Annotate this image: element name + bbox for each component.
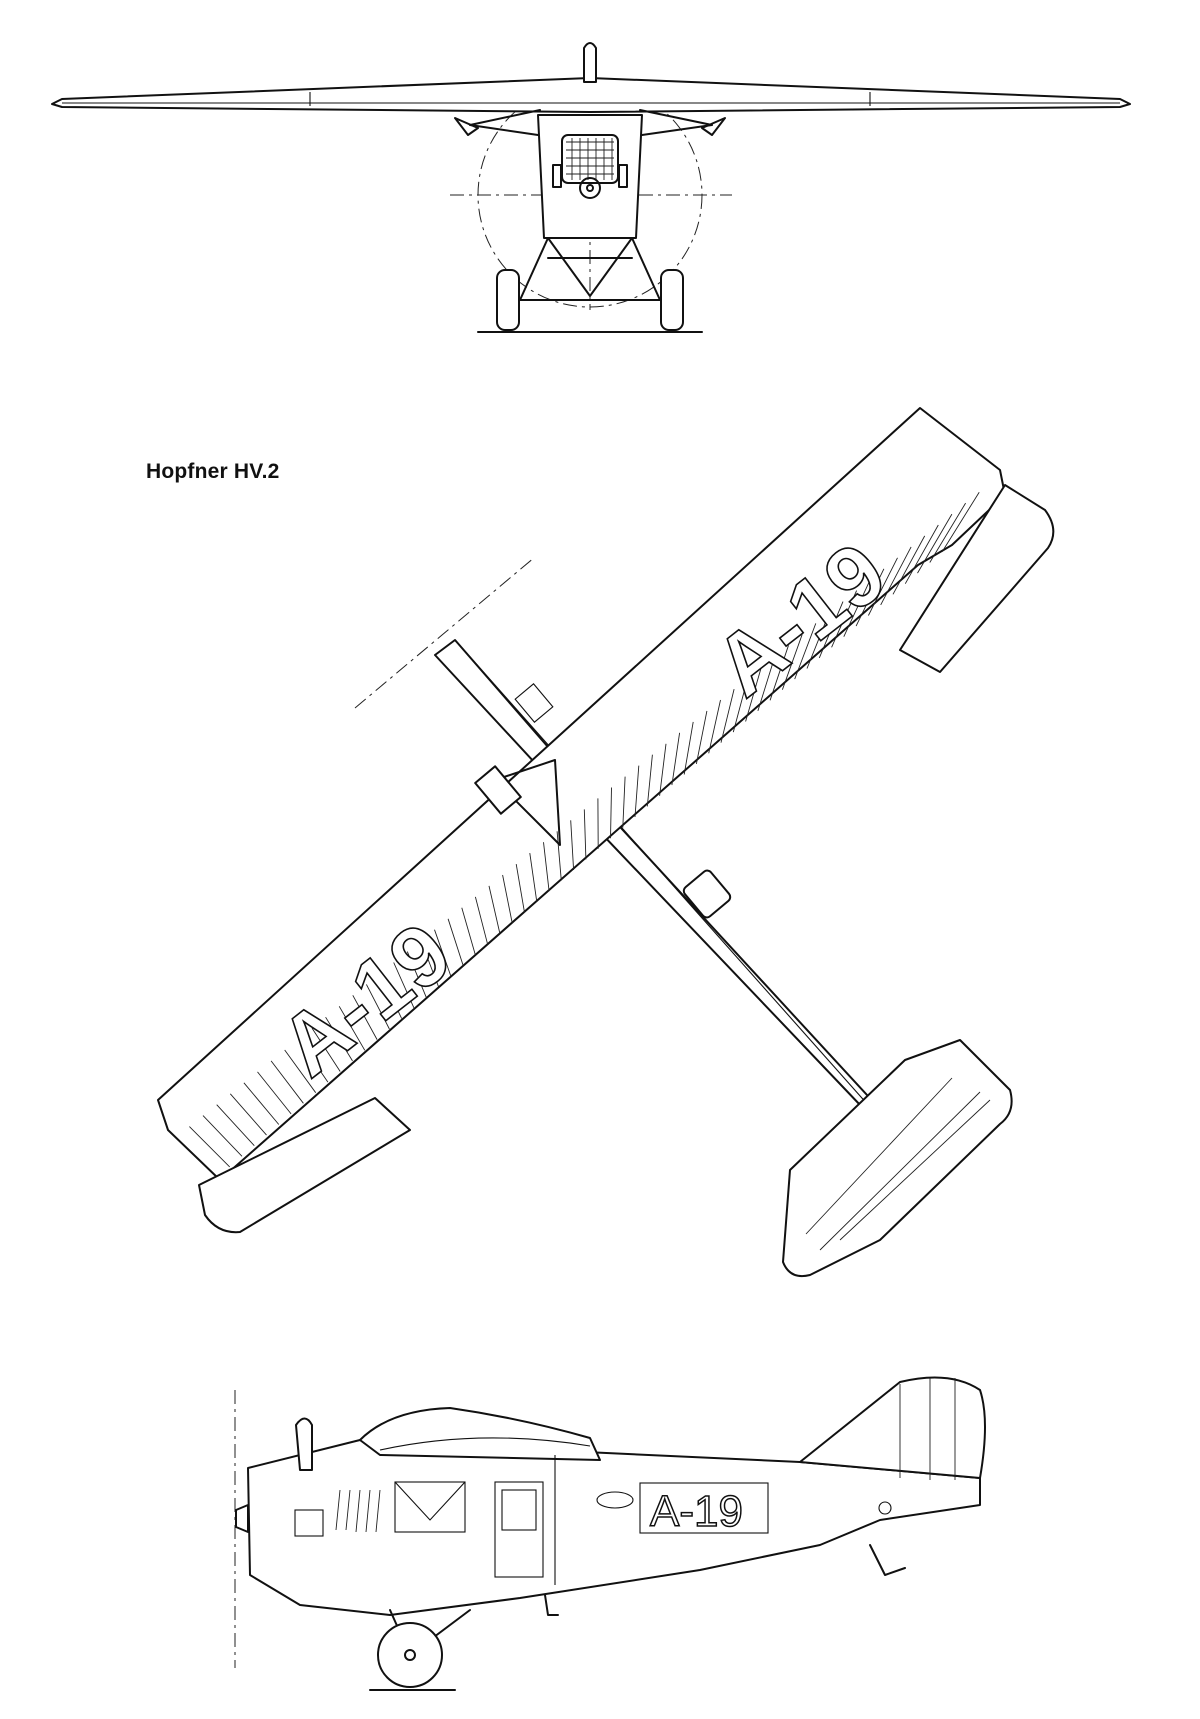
plan-view: A-19 A-19 xyxy=(157,407,1055,1278)
side-registration-box xyxy=(639,1482,769,1534)
right-aileron xyxy=(899,484,1055,673)
spinner xyxy=(579,177,601,199)
tailplane xyxy=(782,1039,1013,1278)
front-fuselage xyxy=(537,114,643,239)
side-fuselage xyxy=(247,1439,981,1616)
front-view xyxy=(51,42,1131,333)
front-struts xyxy=(469,109,713,136)
cabin-window xyxy=(394,1481,466,1533)
engine-louvres xyxy=(335,1489,381,1533)
propeller-hub xyxy=(235,1504,249,1533)
front-wing xyxy=(51,77,1131,113)
side-registration: A-19 xyxy=(650,1487,743,1536)
wing-ribs xyxy=(189,491,980,1168)
tail-fin xyxy=(799,1376,986,1479)
main-wheel xyxy=(377,1622,443,1688)
cabin-door xyxy=(494,1481,544,1578)
plan-struts xyxy=(494,759,561,846)
front-fin xyxy=(583,42,597,83)
main-wing xyxy=(157,407,1006,1181)
right-wheel xyxy=(660,269,684,331)
exhaust-stack xyxy=(295,1417,313,1471)
side-wing xyxy=(359,1407,601,1461)
front-undercarriage xyxy=(519,237,661,301)
side-view: A-19 xyxy=(234,1376,986,1691)
tail-skid xyxy=(869,1544,906,1576)
cockpit-opening xyxy=(682,869,732,919)
plan-centerline xyxy=(354,556,536,709)
radiator xyxy=(561,134,619,184)
left-wheel xyxy=(496,269,520,331)
left-aileron xyxy=(198,1097,411,1234)
engine-block xyxy=(474,765,522,815)
aircraft-title: Hopfner HV.2 xyxy=(146,460,280,483)
